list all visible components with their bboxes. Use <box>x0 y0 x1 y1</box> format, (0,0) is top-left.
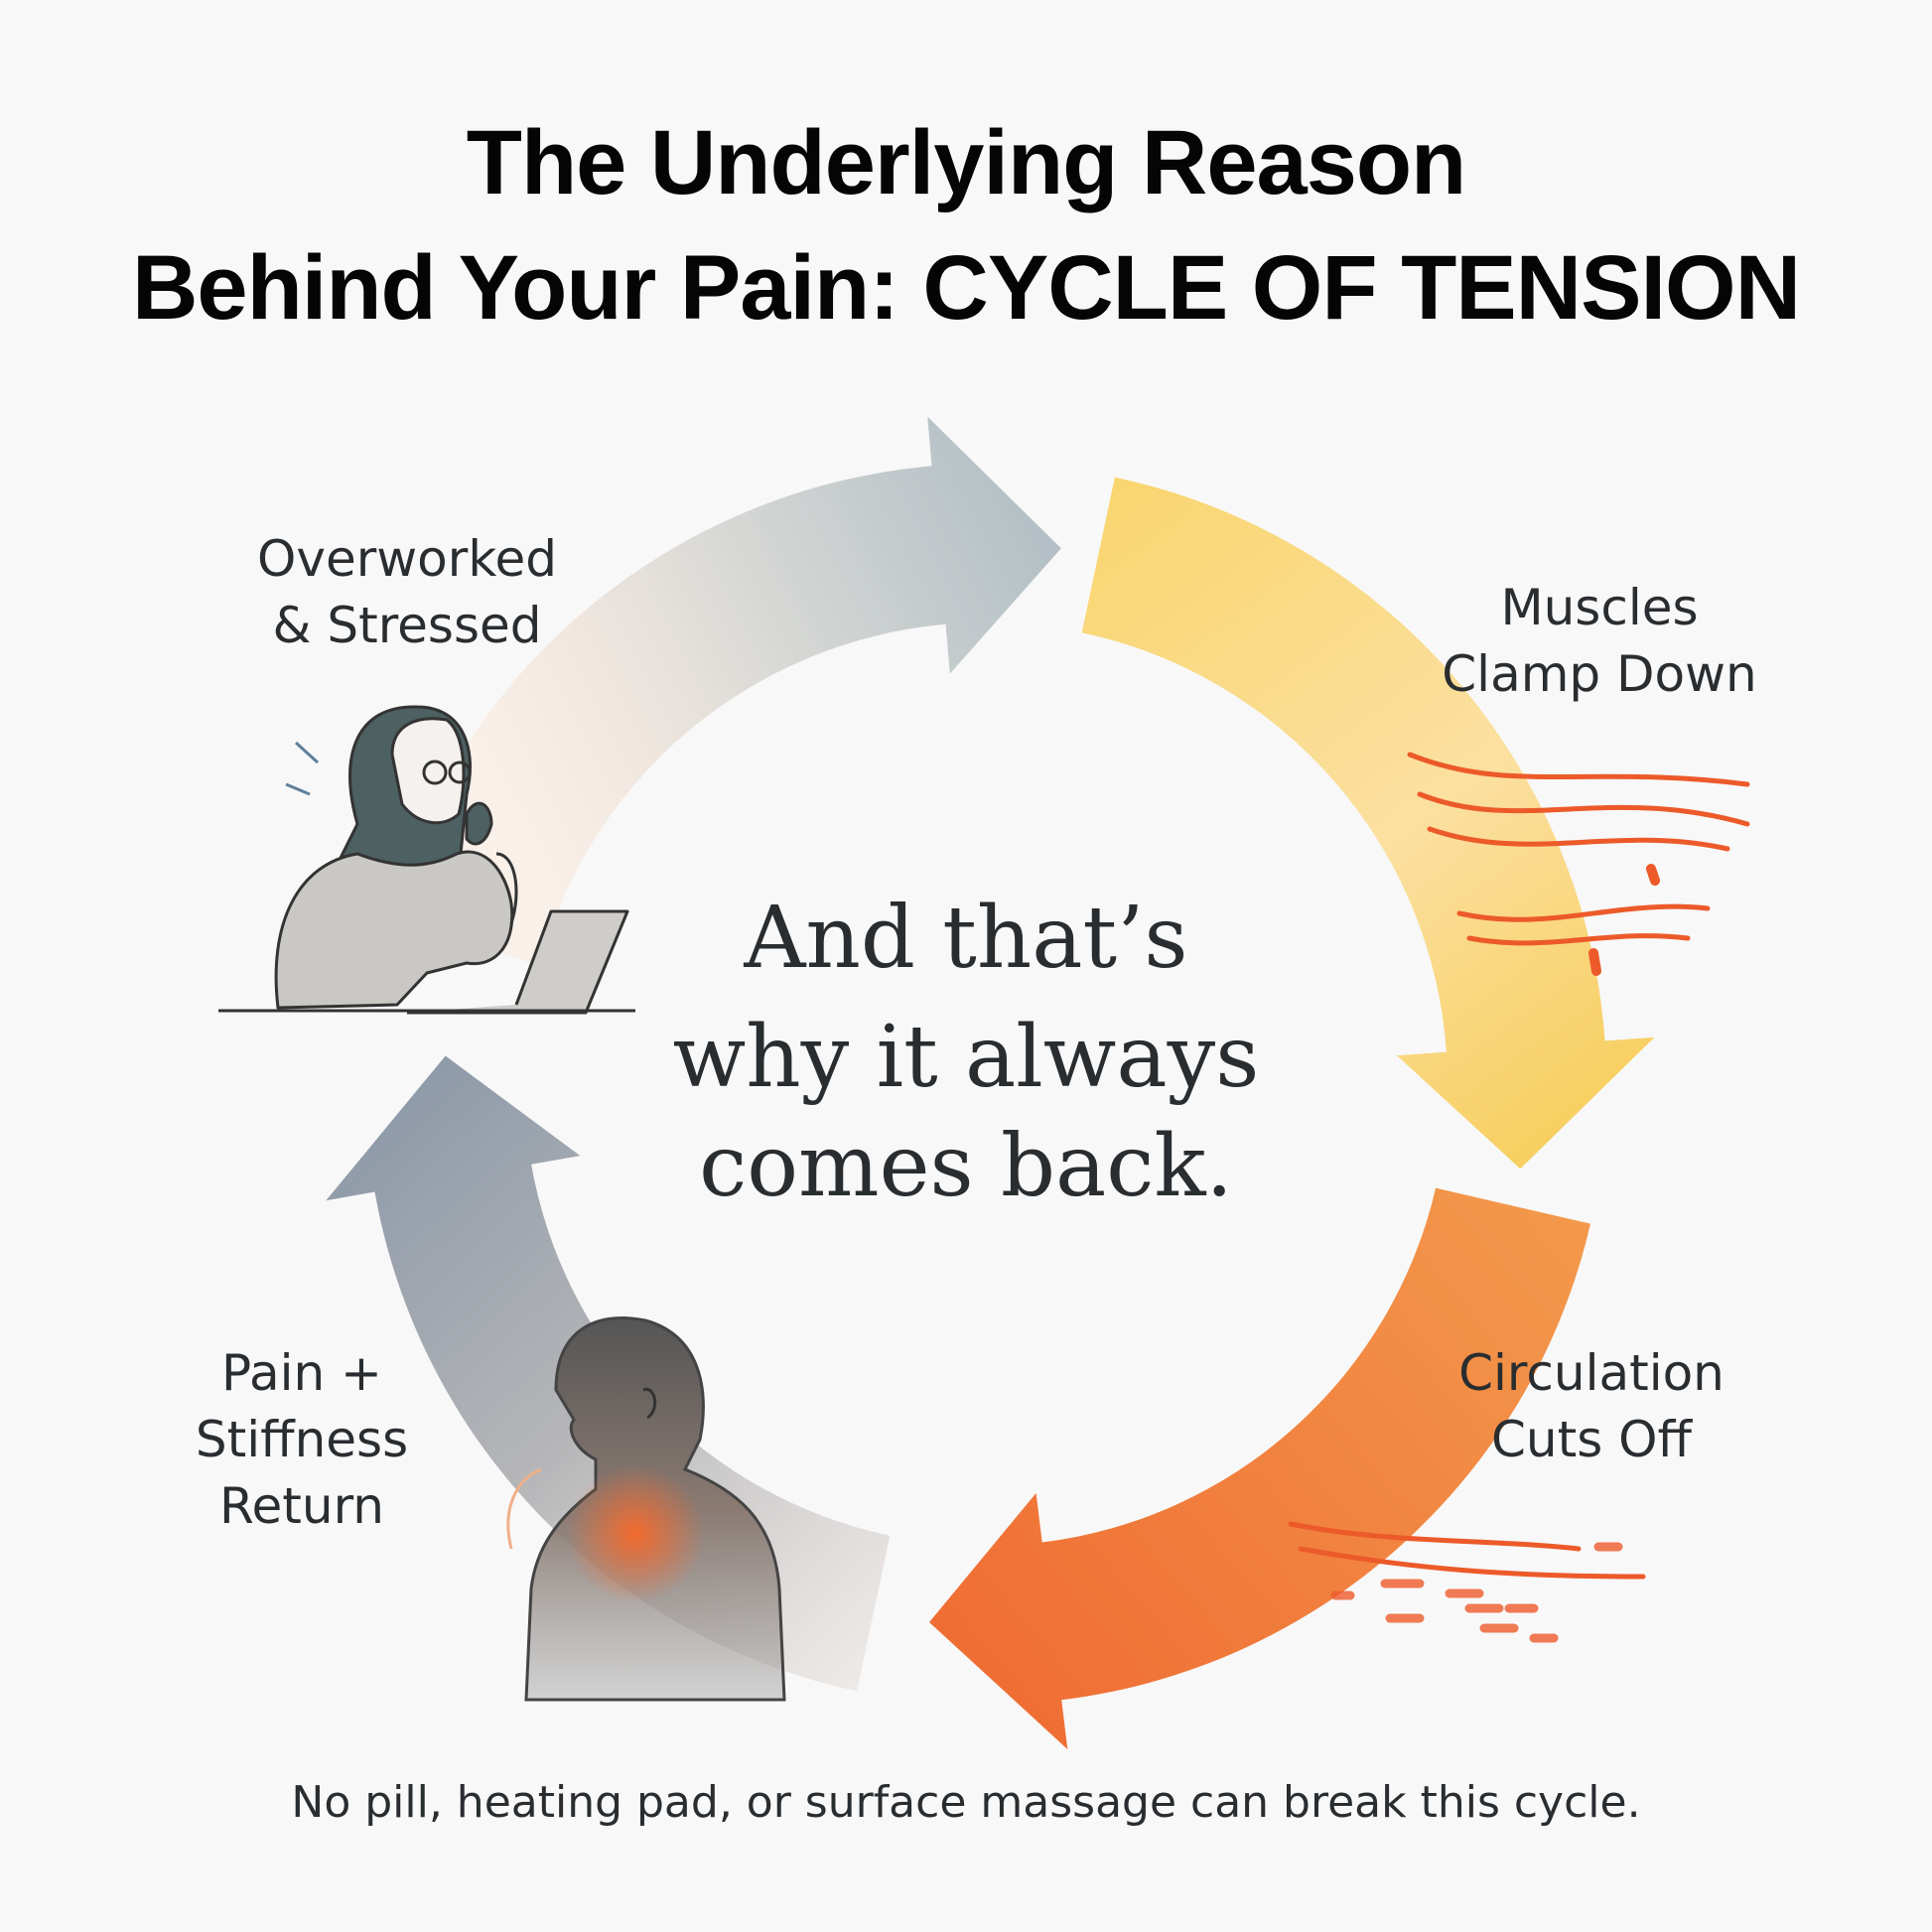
step-pain-label: Pain + Stiffness Return <box>196 1340 408 1540</box>
center-text-line-1: And that’s <box>744 889 1188 988</box>
center-text-line-2: why it always <box>672 1008 1260 1107</box>
circulation-lines <box>1288 1521 1646 1643</box>
arrow-circulation-to-pain <box>929 1187 1590 1749</box>
label-line: Stiffness <box>195 1411 409 1468</box>
label-line: Pain + <box>221 1344 382 1402</box>
stressed-woman-illustration <box>218 705 635 1015</box>
arrow-muscles-to-circulation <box>1081 477 1655 1170</box>
step-circulation-label: Circulation Cuts Off <box>1458 1340 1725 1473</box>
step-overworked-label: Overworked & Stressed <box>257 526 557 659</box>
label-line: Muscles <box>1500 579 1699 636</box>
title-line-2: Behind Your Pain: CYCLE OF TENSION <box>131 237 1801 339</box>
label-line: & Stressed <box>272 597 542 654</box>
center-text-line-3: comes back. <box>699 1117 1233 1216</box>
shoulder-pain-man-illustration <box>506 1316 786 1702</box>
title-line-1: The Underlying Reason <box>466 112 1467 213</box>
label-line: Return <box>219 1477 384 1535</box>
label-line: Circulation <box>1458 1344 1725 1402</box>
tension-lines <box>1407 752 1750 976</box>
arrow-overworked-to-muscles <box>386 416 1061 965</box>
footer-note: No pill, heating pad, or surface massage… <box>291 1777 1641 1828</box>
label-line: Cuts Off <box>1491 1411 1692 1468</box>
pain-glow <box>566 1464 705 1603</box>
step-muscles-label: Muscles Clamp Down <box>1442 575 1756 708</box>
label-line: Clamp Down <box>1442 645 1757 703</box>
label-line: Overworked <box>257 530 557 588</box>
